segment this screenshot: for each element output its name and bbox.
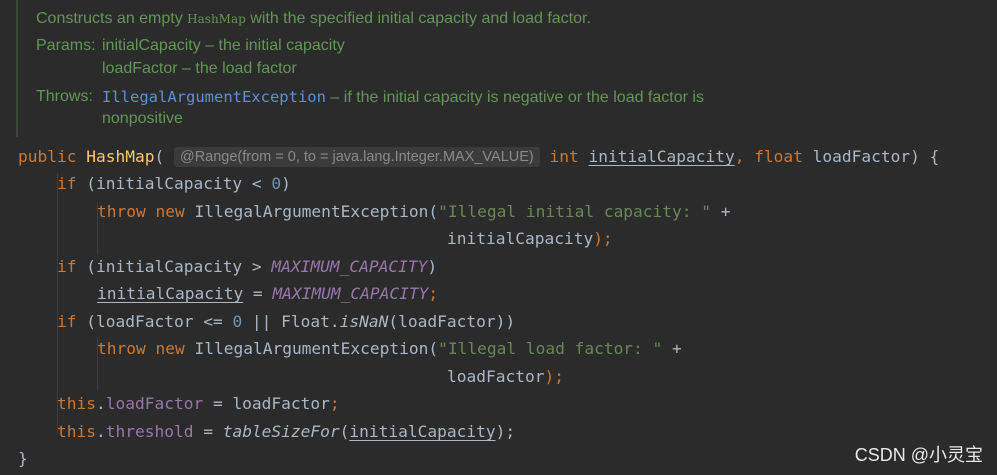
param-load-factor[interactable]: loadFactor: [812, 147, 911, 166]
javadoc-throws-continuation: nonpositive: [102, 110, 183, 127]
constructor-name[interactable]: HashMap: [86, 147, 155, 166]
indent-guide: [57, 173, 58, 433]
javadoc-class-ref: HashMap: [187, 12, 246, 26]
code-line-throw-load: throw new IllegalArgumentException("Ille…: [97, 339, 682, 358]
javadoc-throws-line: IllegalArgumentException – if the initia…: [102, 88, 704, 106]
csdn-watermark: CSDN @小灵宝: [854, 445, 983, 465]
code-line-if-negative: if (initialCapacity < 0): [57, 174, 291, 193]
code-line-this-loadfactor: this.loadFactor = loadFactor;: [57, 394, 340, 413]
javadoc-description: Constructs an empty HashMap with the spe…: [36, 10, 591, 27]
code-line-throw-load-arg: loadFactor);: [447, 367, 564, 386]
param-initial-capacity[interactable]: initialCapacity: [588, 147, 735, 166]
code-line-if-max: if (initialCapacity > MAXIMUM_CAPACITY): [57, 257, 438, 276]
range-annotation-hint: @Range(from = 0, to = java.lang.Integer.…: [173, 147, 540, 167]
indent-guide: [97, 202, 98, 255]
code-line-signature: public HashMap( @Range(from = 0, to = ja…: [18, 147, 940, 167]
indent-guide: [97, 338, 98, 391]
code-line-assign-max: initialCapacity = MAXIMUM_CAPACITY;: [97, 284, 439, 303]
javadoc-exception-link[interactable]: IllegalArgumentException: [102, 88, 326, 106]
code-line-close-brace: }: [18, 449, 28, 468]
javadoc-throws-label: Throws:: [36, 88, 93, 105]
code-line-throw-initial: throw new IllegalArgumentException("Ille…: [97, 202, 731, 221]
code-line-this-threshold: this.threshold = tableSizeFor(initialCap…: [57, 422, 516, 441]
javadoc-params-label: Params:: [36, 37, 96, 54]
javadoc-param-load-factor: loadFactor – the load factor: [102, 60, 297, 77]
code-line-if-loadfactor: if (loadFactor <= 0 || Float.isNaN(loadF…: [57, 312, 516, 331]
javadoc-param-initial-capacity: initialCapacity – the initial capacity: [102, 37, 345, 54]
code-line-throw-initial-arg: initialCapacity);: [447, 229, 613, 248]
javadoc-block: Constructs an empty HashMap with the spe…: [16, 0, 997, 137]
